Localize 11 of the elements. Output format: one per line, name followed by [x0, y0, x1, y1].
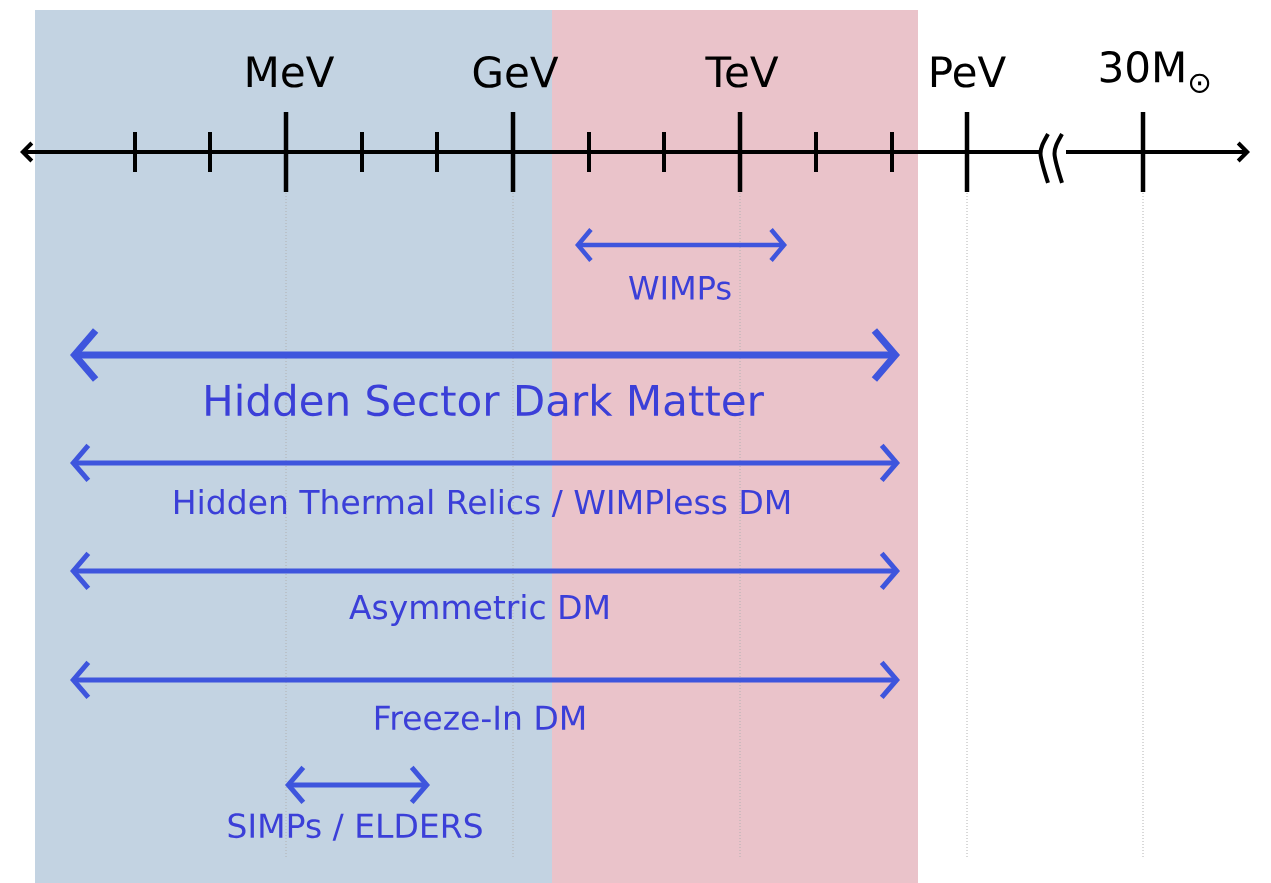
scale-label: WIMPs [629, 276, 731, 300]
scale-label: Hidden Sector Dark Matter [206, 383, 764, 417]
scale-label: SIMPs / ELDERS [228, 813, 482, 841]
scale-label: PeV [931, 56, 1006, 88]
scale-label: Asymmetric DM [349, 594, 608, 626]
scale-label: MeV [247, 56, 335, 88]
scale-label: TeV [705, 56, 779, 88]
scale-label: Hidden Thermal Relics / WIMPless DM [175, 488, 790, 518]
scale-label: GeV [473, 56, 559, 88]
scale-label: 30M$_{⊙}$ [1100, 51, 1210, 93]
scale-label: Freeze-In DM [375, 705, 585, 731]
